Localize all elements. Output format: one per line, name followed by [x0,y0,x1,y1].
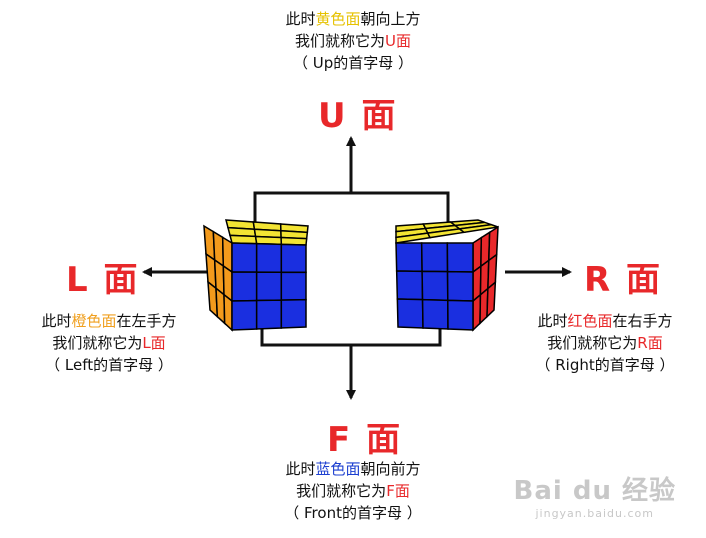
left-cube-front-sticker [231,242,258,273]
right-cube-front-sticker [447,299,474,331]
caption-front: 此时蓝色面朝向前方 我们就称它为F面 （ Front的首字母 ） [284,460,422,522]
right-cube-front-sticker [421,298,449,330]
caption-up: 此时黄色面朝向上方 我们就称它为U面 （ Up的首字母 ） [285,10,421,72]
right-cube-front-sticker [396,298,424,329]
right-cube [395,219,499,332]
watermark: Bai du 经验 jingyan.baidu.com [513,476,676,520]
face-label-f: F 面 [327,420,403,460]
face-label-r: R 面 [584,260,663,300]
left-cube-front-sticker [280,243,307,274]
caption-right: 此时红色面在右手方 我们就称它为R面 （ Right的首字母 ） [535,312,675,374]
caption-left: 此时橙色面在左手方 我们就称它为L面 （ Left的首字母 ） [41,312,177,374]
connector-lines [142,136,572,400]
right-cube-front-sticker [395,270,424,301]
right-cube-front-sticker [421,270,449,302]
left-cube-front-sticker [231,271,258,302]
left-cube-left-sticker [223,293,233,332]
face-label-u: U 面 [318,96,398,136]
face-label-l: L 面 [66,260,140,300]
right-cube-right-sticker [486,280,497,319]
left-cube-front-sticker [255,242,283,273]
right-cube-front-sticker [446,270,474,302]
left-cube-front-sticker [280,271,307,301]
right-cube-front-sticker [395,242,423,273]
right-cube-front-sticker [420,242,449,273]
right-cube-front-sticker [446,242,474,273]
left-cube [203,219,309,332]
left-cube-front-sticker [255,271,283,302]
left-cube-front-sticker [280,298,307,329]
left-cube-front-sticker [255,299,283,330]
left-cube-front-sticker [231,299,258,331]
